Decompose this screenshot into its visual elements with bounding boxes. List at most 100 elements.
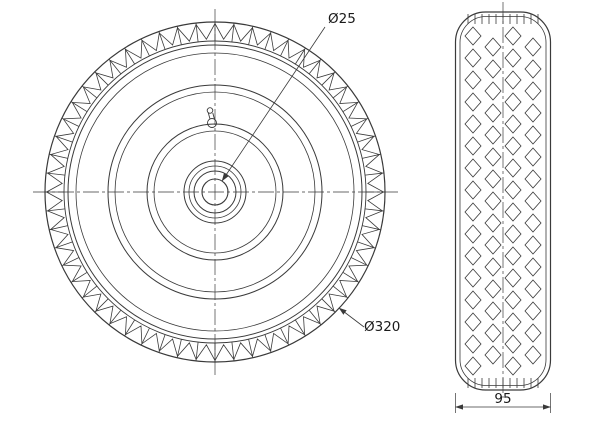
tread-block-line [46, 172, 65, 176]
tread-knob [504, 290, 522, 310]
tread-knob [524, 213, 542, 233]
tread-block-line [94, 298, 109, 313]
tread-knob [484, 81, 502, 101]
tread-knob [464, 312, 482, 332]
tread-knob [464, 158, 482, 178]
tread-block-line [49, 153, 68, 159]
bore-circle [201, 178, 229, 206]
tire-profile-outline [454, 11, 552, 391]
tread-block-line [357, 241, 376, 249]
tread-block-line [365, 172, 384, 176]
tread-knob [464, 70, 482, 90]
tread-block-line [195, 342, 199, 361]
tread-knob [464, 26, 482, 46]
tread-block-line [195, 23, 199, 42]
hub-inner-circle [153, 130, 277, 254]
tread-knob [484, 37, 502, 57]
tread-block-line [140, 327, 150, 346]
tread-knob [504, 180, 522, 200]
tread-knob [484, 235, 502, 255]
tread-knob [484, 213, 502, 233]
bore-leader-line [221, 26, 326, 182]
tread-knob [504, 224, 522, 244]
tread-knob [524, 125, 542, 145]
tread-knob [524, 345, 542, 365]
side-view [454, 2, 552, 398]
rim-inner-circle [114, 91, 316, 293]
tread-knob [504, 268, 522, 288]
tread-block-line [176, 339, 182, 358]
rim-outer-circle [107, 84, 323, 300]
tread-block-line [264, 334, 272, 353]
tread-block-line [81, 285, 98, 299]
valve-stem [206, 107, 217, 128]
tread-block-line [248, 26, 254, 45]
tread-block-line [70, 271, 88, 283]
tread-knob [504, 26, 522, 46]
tread-knob [504, 246, 522, 266]
tread-knob [504, 202, 522, 222]
tread-block-line [321, 298, 336, 313]
tread-knob [524, 323, 542, 343]
tread-block-line [294, 319, 306, 337]
tread-knob [524, 279, 542, 299]
tread-block-line [332, 285, 349, 299]
tread-knob [464, 92, 482, 112]
tread-knob [524, 169, 542, 189]
tread-block-line [280, 327, 290, 346]
tread-knob [524, 301, 542, 321]
dimensions [221, 26, 551, 413]
tread-knob [504, 92, 522, 112]
bearing-race-circle [193, 170, 237, 214]
valve-stem-line [212, 112, 216, 120]
tread-block-line [294, 47, 306, 65]
bore-diameter-label: Ø25 [328, 11, 356, 27]
tread-knob [524, 147, 542, 167]
hub-outer-circle [146, 123, 284, 261]
tread-knob [504, 114, 522, 134]
tread-knob [524, 103, 542, 123]
tread-block-line [365, 208, 384, 212]
tread-block-line [54, 241, 73, 249]
tread-block-line [357, 135, 376, 143]
tread-knob [464, 246, 482, 266]
tread-block-line [158, 31, 166, 50]
tread-knob [484, 125, 502, 145]
width-label: 95 [494, 391, 511, 407]
tread-knob [524, 59, 542, 79]
tread-knob [464, 290, 482, 310]
tread-knob [484, 323, 502, 343]
dimension-labels: Ø25 Ø320 95 [328, 11, 512, 407]
tread-knob [504, 334, 522, 354]
valve-cap-circle [206, 107, 214, 114]
tread-block-line [321, 71, 336, 86]
tread-knob [504, 70, 522, 90]
tread-knob [504, 356, 522, 376]
tread-block-line [362, 153, 381, 159]
tread-block-line [81, 85, 98, 99]
tread-knob [524, 235, 542, 255]
tread-block-line [248, 339, 254, 358]
tread-block-line [124, 47, 136, 65]
tread-block-line [94, 71, 109, 86]
tread-block-line [158, 334, 166, 353]
tread-block-line [350, 117, 369, 127]
tread-knob [464, 180, 482, 200]
outer-diameter-label: Ø320 [364, 319, 400, 335]
tread-block-line [231, 23, 235, 42]
tread-knob [504, 158, 522, 178]
bearing-outer-circle [183, 160, 247, 224]
tread-knob [524, 257, 542, 277]
tread-knob [464, 224, 482, 244]
outer-diameter-leader-line [338, 307, 365, 328]
drawing-lines [33, 2, 552, 413]
tread-block-line [140, 38, 150, 57]
valve-base-circle [207, 118, 217, 128]
tread-block-line [46, 208, 65, 212]
bearing-mid-circle [188, 165, 242, 219]
tread-block-line [362, 225, 381, 231]
tread-block-line [332, 85, 349, 99]
tread-knob [524, 37, 542, 57]
tread-knob [464, 202, 482, 222]
tread-knob [484, 103, 502, 123]
